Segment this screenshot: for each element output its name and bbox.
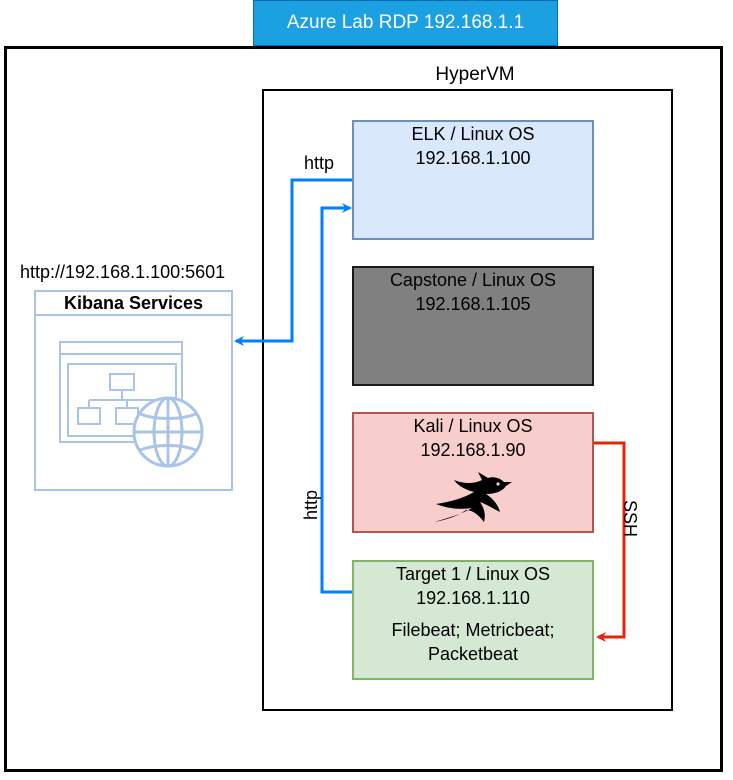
target-node-ip: 192.168.1.110 — [416, 588, 530, 608]
diagram-title-banner: Azure Lab RDP 192.168.1.1 — [253, 0, 558, 46]
elk-node-ip: 192.168.1.100 — [415, 148, 531, 168]
http-target-to-elk-arrow — [320, 203, 352, 594]
hypervm-label: HyperVM — [435, 64, 515, 85]
capstone-node-ip: 192.168.1.105 — [415, 294, 531, 314]
elk-node: ELK / Linux OS 192.168.1.100 — [352, 120, 594, 240]
http-elk-to-kibana-arrow — [234, 178, 352, 346]
kali-dragon-icon — [434, 472, 512, 522]
ssh-kali-to-target-arrow — [594, 441, 626, 642]
kali-node-ip: 192.168.1.90 — [420, 440, 526, 460]
web-server-icon — [59, 341, 204, 468]
kali-node: Kali / Linux OS 192.168.1.90 — [352, 412, 594, 533]
diagram-title: Azure Lab RDP 192.168.1.1 — [286, 12, 525, 33]
kali-node-name: Kali / Linux OS — [413, 416, 533, 436]
ssh-edge-label: SSH — [620, 500, 640, 538]
hypervm-frame — [262, 89, 673, 711]
target-beats-line1: Filebeat; Metricbeat; — [391, 620, 555, 640]
kibana-url: http://192.168.1.100:5601 — [20, 262, 226, 282]
capstone-node: Capstone / Linux OS 192.168.1.105 — [352, 266, 594, 386]
http-edge-label-top: http — [304, 153, 335, 173]
kibana-services-title: Kibana Services — [34, 290, 233, 316]
target-beats-line2: Packetbeat — [427, 644, 519, 664]
target-node-name: Target 1 / Linux OS — [395, 564, 551, 584]
http-edge-label-side: http — [301, 489, 321, 520]
target-node: Target 1 / Linux OS 192.168.1.110 Filebe… — [352, 560, 594, 680]
elk-node-name: ELK / Linux OS — [411, 124, 535, 144]
capstone-node-name: Capstone / Linux OS — [389, 270, 557, 290]
